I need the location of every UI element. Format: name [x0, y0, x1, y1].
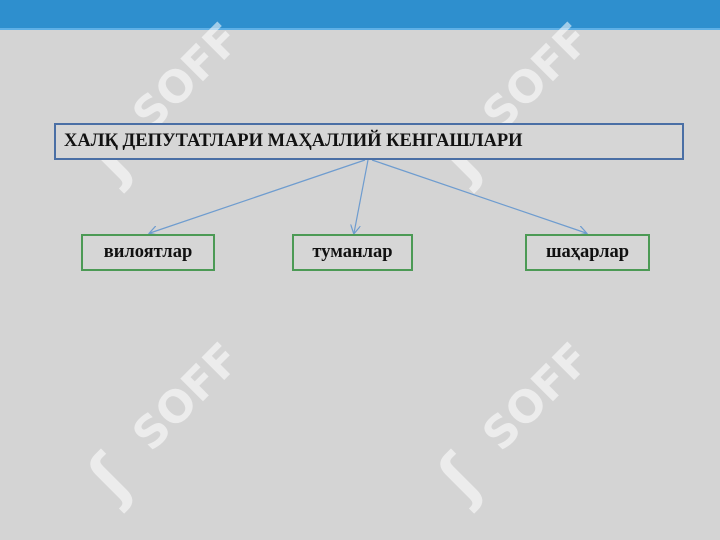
node-regions: вилоятлар: [81, 234, 215, 271]
arrow-to-cities: [371, 159, 586, 233]
root-node: ХАЛҚ ДЕПУТАТЛАРИ МАҲАЛЛИЙ КЕНГАШЛАРИ: [54, 123, 684, 160]
node-regions-label: вилоятлар: [103, 242, 193, 262]
node-districts: туманлар: [292, 234, 413, 271]
node-cities-label: шаҳарлар: [545, 242, 630, 262]
node-districts-label: туманлар: [312, 242, 393, 262]
root-node-label: ХАЛҚ ДЕПУТАТЛАРИ МАҲАЛЛИЙ КЕНГАШЛАРИ: [64, 131, 523, 151]
arrow-to-regions: [150, 159, 366, 233]
node-cities: шаҳарлар: [525, 234, 650, 271]
arrow-to-districts: [354, 159, 369, 233]
top-banner: [0, 0, 720, 30]
